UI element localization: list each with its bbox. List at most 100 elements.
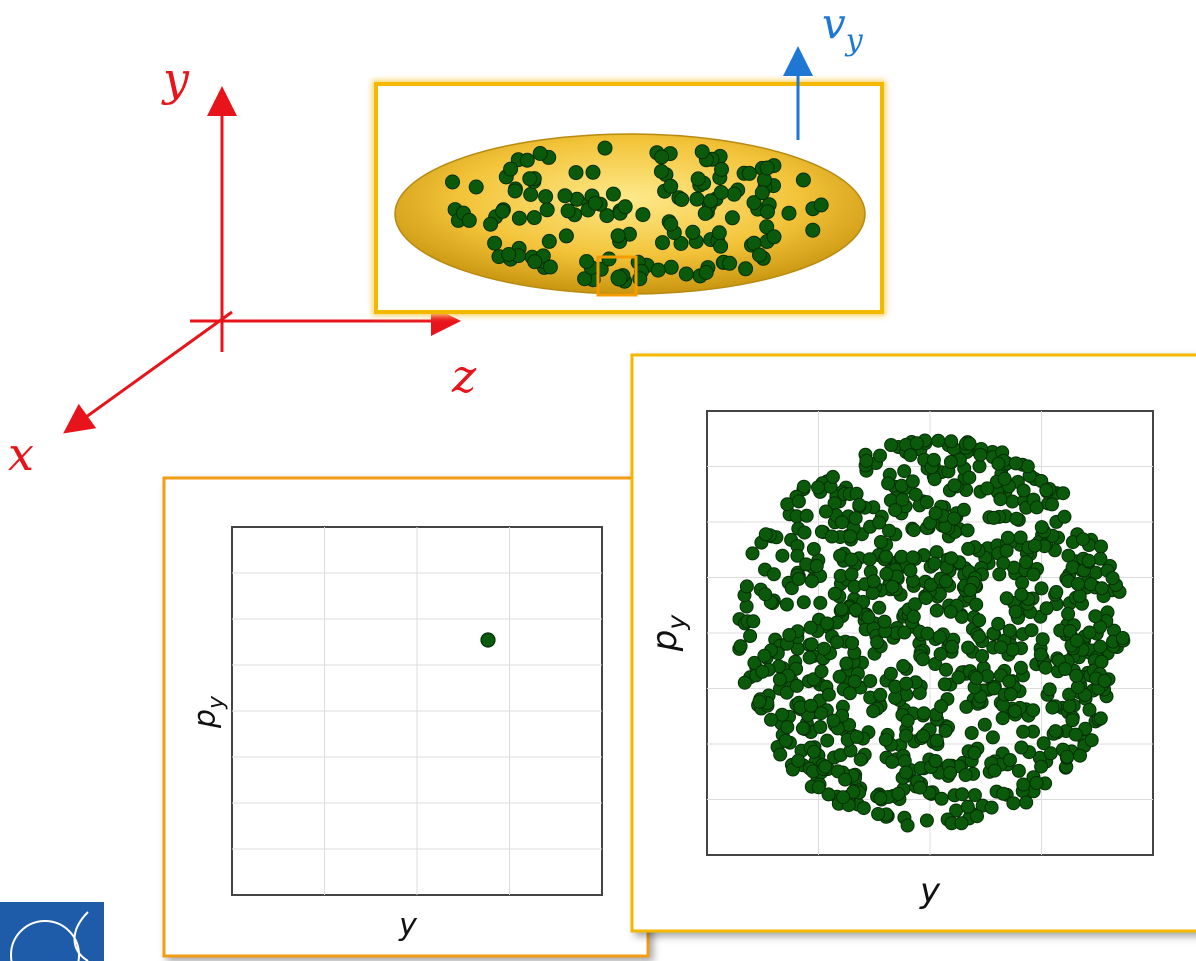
bunch-particle	[722, 255, 738, 271]
phase-space-particle	[1029, 776, 1044, 790]
phase-space-particle	[803, 698, 818, 713]
phase-space-particle	[752, 694, 767, 709]
single-xlabel: y	[398, 908, 418, 943]
phase-space-particle	[1043, 746, 1058, 761]
phase-space-particle	[1016, 724, 1031, 739]
phase-space-particle	[1038, 660, 1053, 675]
phase-space-particle	[838, 772, 853, 787]
phase-space-particle	[899, 728, 913, 743]
phase-space-particle	[929, 733, 944, 748]
bunch-particle	[461, 212, 477, 228]
phase-space-particle	[909, 436, 924, 451]
phase-space-particle	[926, 452, 941, 467]
phase-space-particle	[789, 678, 804, 693]
phase-space-particle	[1026, 703, 1041, 718]
phase-space-particle	[852, 497, 867, 512]
phase-space-particle	[861, 610, 876, 625]
phase-space-particle	[870, 635, 885, 650]
phase-space-particle	[923, 577, 938, 592]
phase-space-particle	[1057, 509, 1072, 524]
phase-space-particle	[1008, 456, 1023, 471]
phase-space-particle	[796, 479, 811, 494]
bunch-particle	[585, 164, 601, 180]
phase-space-particle	[1002, 674, 1017, 689]
phase-space-particle	[873, 687, 888, 702]
phase-space-particle	[896, 659, 911, 673]
bunch-particle	[503, 161, 519, 177]
phase-space-particle	[970, 809, 984, 824]
x-axis	[63, 310, 233, 434]
phase-space-particle	[905, 550, 920, 565]
bunch-particle	[539, 202, 555, 218]
phase-space-particle	[766, 567, 781, 582]
phase-space-particle	[938, 723, 953, 738]
phase-space-particle	[1003, 753, 1017, 767]
bunch-particle	[605, 186, 621, 202]
phase-space-particle	[964, 726, 979, 740]
phase-space-particle	[791, 494, 806, 509]
phase-space-particle	[1049, 585, 1064, 599]
phase-space-particle	[1039, 601, 1054, 616]
phase-space-particle	[818, 759, 833, 774]
phase-space-particle	[803, 620, 818, 635]
phase-space-particle	[1013, 660, 1028, 675]
phase-space-particle	[806, 542, 821, 556]
phase-space-particle	[1045, 497, 1059, 512]
phase-space-particle	[919, 495, 934, 510]
bunch-particle	[558, 228, 574, 244]
phase-space-particle	[746, 614, 761, 629]
phase-space-particle	[900, 713, 915, 728]
phase-space-particle	[835, 515, 849, 530]
phase-space-particle	[1097, 673, 1112, 688]
phase-space-particle	[985, 730, 1000, 745]
phase-space-particle	[780, 720, 795, 735]
bunch-particle	[617, 199, 633, 215]
phase-space-particle	[755, 664, 770, 679]
bunch-particle	[487, 235, 503, 251]
phase-space-particle	[813, 720, 828, 734]
bunch-particle	[538, 189, 554, 205]
phase-space-particle	[929, 603, 944, 618]
phase-space-particle	[995, 711, 1010, 726]
phase-space-particle	[826, 713, 841, 728]
phase-space-particle	[739, 579, 754, 594]
full-plot: y py	[645, 410, 1154, 911]
bunch-particle	[577, 271, 593, 287]
phase-space-particle	[1061, 606, 1076, 621]
phase-space-particle	[1069, 668, 1084, 683]
bunch-particle	[698, 265, 714, 280]
phase-space-particle	[916, 706, 931, 721]
phase-space-particle	[1014, 740, 1029, 755]
phase-space-particle	[811, 480, 825, 495]
phase-space-particle	[1058, 662, 1073, 676]
bunch-particle	[597, 140, 613, 156]
phase-space-particle	[939, 662, 953, 677]
bunch-particle	[690, 171, 706, 187]
phase-space-particle	[1029, 500, 1044, 515]
phase-space-particle	[1093, 551, 1108, 566]
phase-space-particle	[899, 676, 914, 691]
phase-space-particle	[933, 647, 948, 661]
bunch-particle	[724, 210, 740, 226]
phase-space-particle	[951, 670, 966, 685]
single-grid	[232, 527, 602, 895]
phase-space-particle	[813, 595, 828, 610]
phase-space-particle	[820, 616, 835, 631]
phase-space-particle	[885, 754, 900, 769]
phase-space-particle	[962, 436, 977, 451]
phase-space-particle	[939, 574, 953, 589]
bunch-particle	[650, 262, 666, 278]
velocity-label: vy	[822, 0, 864, 58]
phase-space-particle	[945, 639, 959, 654]
phase-space-particle	[1026, 567, 1041, 582]
phase-space-particle	[943, 765, 958, 780]
bunch-particle	[654, 149, 670, 165]
phase-space-particle	[866, 574, 881, 589]
phase-space-particle	[915, 652, 930, 667]
phase-space-particle	[916, 729, 931, 743]
phase-space-particle	[919, 813, 934, 828]
phase-space-particle	[973, 447, 988, 462]
phase-space-particle	[960, 799, 975, 814]
velocity-vy: vy	[783, 0, 864, 140]
phase-space-particle	[1060, 749, 1075, 764]
